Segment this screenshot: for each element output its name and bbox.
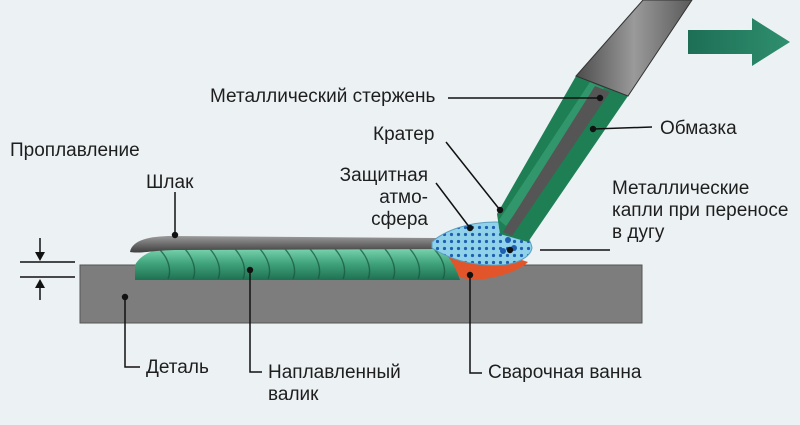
metal-rod (575, 0, 693, 97)
leader-lines (20, 97, 653, 374)
metal-rod-core (503, 86, 610, 236)
travel-direction-arrow-icon (688, 18, 790, 66)
label-coating: Обмазка (660, 118, 737, 139)
penetration-arrows-icon (35, 252, 45, 288)
label-workpiece: Деталь (146, 357, 209, 378)
label-slag: Шлак (146, 172, 194, 193)
label-droplets: Металлические капли при переносе в дугу (612, 178, 789, 243)
label-penetration: Проплавление (10, 140, 140, 161)
slag-layer (130, 236, 446, 253)
label-rod: Металлический стержень (210, 86, 436, 107)
weld-bead (135, 247, 460, 280)
label-weld-pool: Сварочная ванна (488, 362, 642, 383)
label-shielding-gas: Защитная атмо- сфера (339, 165, 428, 230)
label-bead: Наплавленный валик (268, 362, 401, 405)
bead-ripples (159, 248, 446, 280)
label-crater: Кратер (373, 124, 435, 145)
leader-dots (121, 94, 604, 301)
